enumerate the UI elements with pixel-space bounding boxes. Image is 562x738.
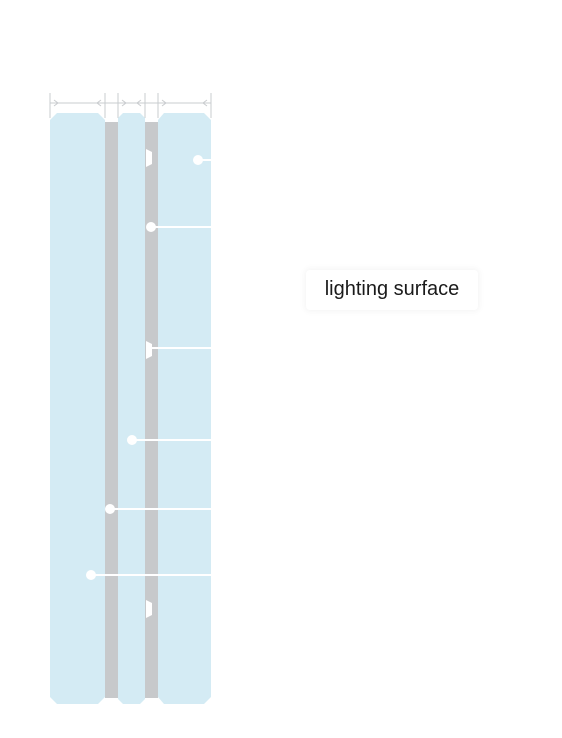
- interlayer-left: [105, 122, 118, 698]
- glass-pane-right: [158, 113, 211, 704]
- leader-lines: [91, 159, 211, 576]
- dimension-marks: [49, 93, 212, 118]
- glass-pane-middle: [118, 113, 145, 704]
- lighting-surface-label: lighting surface: [306, 270, 478, 310]
- leader-dots: [86, 155, 203, 580]
- interlayer-right: [145, 122, 158, 698]
- light-emitters: [146, 149, 152, 618]
- glass-pane-left: [50, 113, 105, 704]
